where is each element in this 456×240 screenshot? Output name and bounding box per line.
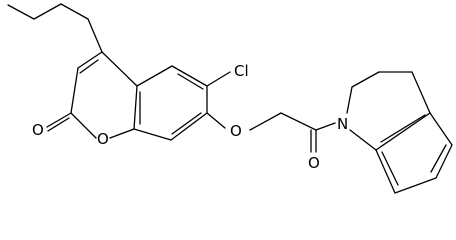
tetrahydroquinoline-ring [346,71,453,194]
benzo-ring [133,65,231,141]
ring-oxygen-label: O [97,130,109,148]
butyl-chain [7,3,103,53]
nitrogen-label: N [337,115,348,133]
ether-oxygen-label: O [230,122,242,140]
pyranone-ring [46,51,138,139]
molecule-svg: Cl O O O O N [7,3,453,194]
structure-diagram: Cl O O O O N [7,3,453,194]
carbonyl-oxygen-amide-label: O [308,154,320,172]
chlorine-label: Cl [234,62,249,80]
linker-chain [249,112,336,153]
carbonyl-oxygen-lactone-label: O [32,121,44,139]
